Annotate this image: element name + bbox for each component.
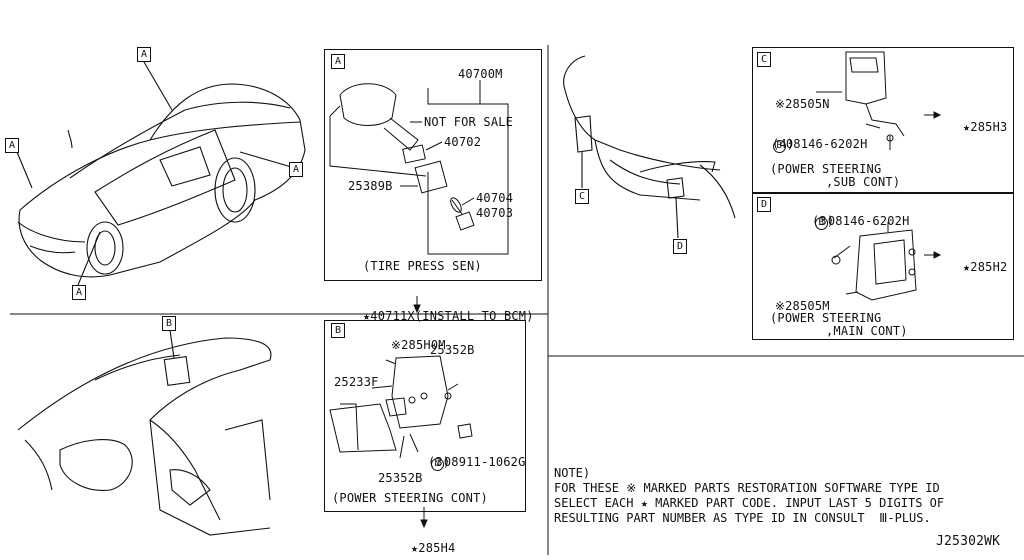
panel-d-lineart [831,222,942,301]
front-car-illustration [563,55,736,239]
ref-mark-icon: ※ [390,338,402,352]
note-line-1: FOR THESE ※ MARKED PARTS RESTORATION SOF… [554,481,940,495]
panel-a-tag: A [331,54,345,69]
part-40703-label[interactable]: 40703 [476,206,514,220]
panel-b-frame [324,320,526,512]
car-illustration [16,61,306,286]
panel-a-lineart [329,80,509,314]
panel-c-tag: C [757,52,771,67]
panel-b-tag: B [331,323,345,338]
panel-b-lineart [329,355,473,529]
bolt-08146-c-text: 08146-6202H [785,137,868,151]
ref-285h2-label[interactable]: ★285H2 [948,249,1007,273]
part-25352b-top-label[interactable]: 25352B [430,343,475,357]
callout-b-tag[interactable]: B [162,316,176,331]
dashboard-illustration [17,329,272,536]
ref-285h3-label[interactable]: ★285H3 [948,109,1007,133]
ref-285h2-text: 285H2 [970,260,1008,274]
bolt-08911-text: 08911-1062G [443,455,526,469]
part-25352b-bottom-label[interactable]: 25352B [378,471,423,485]
panel-d-frame [752,192,1014,340]
star-icon: ★ [410,541,419,555]
star-icon: ★ [962,260,971,274]
note-title: NOTE) [554,466,591,480]
b-circle-icon: B [814,217,828,230]
callout-a-tag[interactable]: A [5,138,19,153]
part-40702-label[interactable]: 40702 [444,135,482,149]
ref-285h4-text: 285H4 [418,541,456,555]
callout-a-tag[interactable]: A [137,47,151,62]
ref-285h4-label[interactable]: ★285H4 [396,530,455,554]
panel-d-caption-1: (POWER STEERING [770,311,882,325]
ref-mark-icon: ※ [774,299,786,313]
callout-c-tag[interactable]: C [575,189,589,204]
panel-a-caption: (TIRE PRESS SEN) [363,259,482,273]
part-40700m-label[interactable]: 40700M [458,67,503,81]
star-icon: ★ [362,309,371,323]
part-285h0m-text: 285H0M [401,338,446,352]
part-25389b-label[interactable]: 25389B [348,179,393,193]
panel-c-lineart [816,51,942,150]
part-40711x-label: 40711X(INSTALL TO BCM) [370,309,534,323]
not-for-sale-label: NOT FOR SALE [424,115,514,129]
star-icon: ★ [962,120,971,134]
bolt-08146-c-qty: (4) [772,137,795,151]
part-28505n-text: 28505N [785,97,830,111]
panel-c-caption-1: (POWER STEERING [770,162,882,176]
bolt-08146-d-text: 08146-6202H [827,214,910,228]
part-25233f-label[interactable]: 25233F [334,375,379,389]
panel-b-caption: (POWER STEERING CONT) [332,491,488,505]
callout-a-tag[interactable]: A [289,162,303,177]
note-line-3: RESULTING PART NUMBER AS TYPE ID IN CONS… [554,511,931,525]
part-28505m-label[interactable]: ※28505M [760,288,830,312]
panel-d-tag: D [757,197,771,212]
part-28505n-label[interactable]: ※28505N [760,86,830,110]
ref-285h3-text: 285H3 [970,120,1008,134]
callout-a-tag[interactable]: A [72,285,86,300]
diagram-id: J25302WK [936,534,1001,549]
panel-c-frame [752,47,1014,194]
part-28505m-text: 28505M [785,299,830,313]
panel-a-frame [324,49,542,281]
part-285h0m-label[interactable]: ※285H0M [376,327,446,351]
bolt-08911-qty: (3) [428,455,451,469]
part-40704-label[interactable]: 40704 [476,191,514,205]
n-circle-icon: N [430,458,444,471]
panel-d-caption-2: ,MAIN CONT) [826,324,908,338]
ref-mark-icon: ※ [774,97,786,111]
bolt-08146-d-qty: (3) [812,214,835,228]
callout-d-tag[interactable]: D [673,239,687,254]
install-to-bcm-label[interactable]: ★40711X(INSTALL TO BCM) [348,298,534,322]
note-line-2: SELECT EACH ★ MARKED PART CODE. INPUT LA… [554,496,945,510]
panel-c-caption-2: ,SUB CONT) [826,175,901,189]
b-circle-icon: B [772,140,786,153]
